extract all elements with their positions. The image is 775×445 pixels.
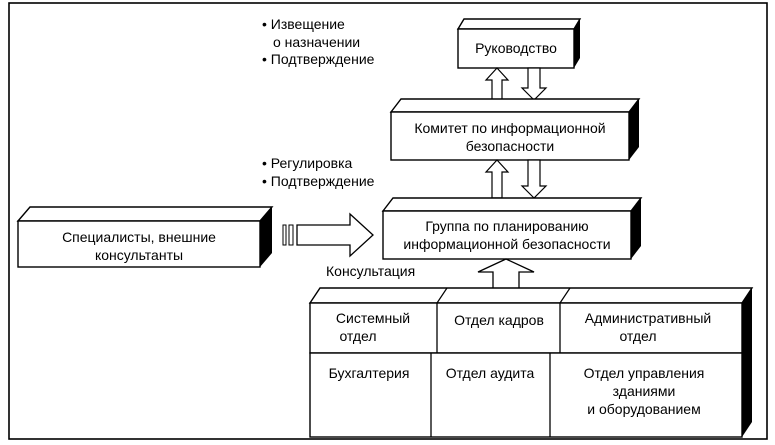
committee-label-line2: безопасности bbox=[466, 138, 555, 154]
dept-audit: Отдел аудита bbox=[446, 365, 535, 381]
dept-system-line2: отдел bbox=[339, 328, 376, 344]
planning-label-line2: информационной безопасности bbox=[403, 236, 610, 252]
dept-accounting: Бухгалтерия bbox=[329, 365, 410, 381]
dept-hr: Отдел кадров bbox=[454, 312, 544, 328]
dept-admin-line1: Административный bbox=[585, 310, 711, 326]
note-top-line2: о назначении bbox=[273, 34, 360, 50]
departments-block: Системный отдел Отдел кадров Администрат… bbox=[308, 287, 754, 438]
specialists-label-line1: Специалисты, внешние bbox=[62, 229, 216, 245]
note-top-line3: • Подтверждение bbox=[262, 51, 375, 67]
notes-mid: • Регулировка • Подтверждение bbox=[262, 155, 375, 189]
note-top-line1: • Извещение bbox=[262, 16, 345, 32]
notes-top: • Извещение о назначении • Подтверждение bbox=[262, 16, 375, 67]
committee-label-line1: Комитет по информационной bbox=[414, 120, 605, 136]
specialists-box: Специалисты, внешние консультанты bbox=[16, 206, 274, 268]
note-mid-line1: • Регулировка bbox=[262, 155, 353, 171]
dept-system-line1: Системный bbox=[336, 310, 410, 326]
consultation-label: Консультация bbox=[326, 263, 415, 279]
committee-box: Комитет по информационной безопасности bbox=[389, 98, 641, 161]
specialists-label-line2: консультанты bbox=[95, 247, 183, 263]
consultation-arrow bbox=[282, 212, 374, 258]
management-label: Руководство bbox=[475, 40, 557, 56]
management-box: Руководство bbox=[456, 18, 582, 69]
planning-group-box: Группа по планированию информационной бе… bbox=[381, 197, 643, 260]
arrows-committee-planning bbox=[484, 159, 548, 199]
dept-admin-line2: отдел bbox=[619, 328, 656, 344]
arrows-management-committee bbox=[484, 67, 548, 101]
dept-facilities-line2: зданиями bbox=[613, 383, 676, 399]
note-mid-line2: • Подтверждение bbox=[262, 173, 375, 189]
planning-label-line1: Группа по планированию bbox=[425, 218, 588, 234]
dept-facilities-line3: и оборудованием bbox=[587, 401, 700, 417]
dept-facilities-line1: Отдел управления bbox=[584, 365, 705, 381]
